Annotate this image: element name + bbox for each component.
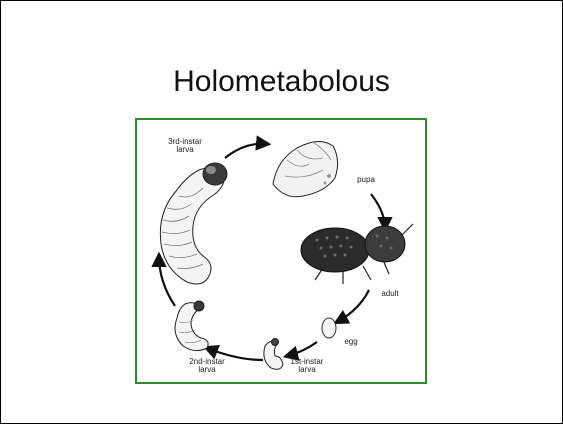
label-second-instar-line2: larva bbox=[183, 366, 231, 374]
third-instar-larva-drawing bbox=[160, 163, 227, 284]
label-third-instar: 3rd-instar larva bbox=[161, 138, 209, 154]
arrow-egg-to-first bbox=[287, 342, 317, 356]
first-instar-larva-drawing bbox=[264, 339, 283, 370]
life-cycle-illustration bbox=[137, 120, 425, 382]
second-instar-larva-drawing bbox=[175, 301, 208, 351]
arrow-pupa-to-adult bbox=[371, 194, 385, 228]
egg-drawing bbox=[322, 318, 336, 338]
label-third-instar-line2: larva bbox=[161, 146, 209, 154]
life-cycle-diagram: 3rd-instar larva pupa adult egg 1st-inst… bbox=[135, 118, 427, 384]
slide-title: Holometabolous bbox=[1, 65, 562, 99]
arrow-adult-to-egg bbox=[337, 290, 369, 322]
label-adult: adult bbox=[375, 290, 405, 298]
label-pupa: pupa bbox=[351, 176, 381, 184]
adult-beetle-drawing bbox=[301, 224, 413, 284]
label-first-instar: 1st-instar larva bbox=[283, 358, 331, 374]
label-egg: egg bbox=[341, 338, 361, 346]
pupa-drawing bbox=[273, 141, 338, 196]
label-second-instar: 2nd-instar larva bbox=[183, 358, 231, 374]
arrow-third-to-pupa bbox=[225, 144, 267, 158]
label-first-instar-line2: larva bbox=[283, 366, 331, 374]
